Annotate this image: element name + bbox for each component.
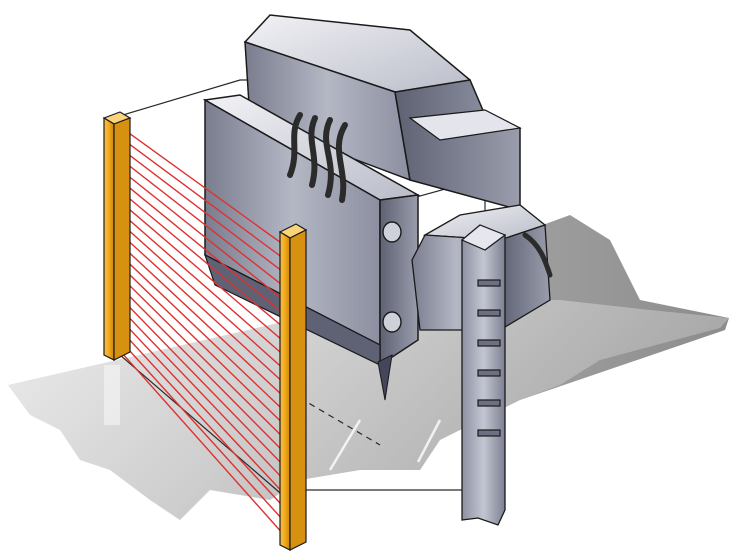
- light-beam: [121, 245, 285, 398]
- light-beam: [121, 331, 285, 508]
- light-beam: [121, 148, 285, 274]
- light-beam: [121, 213, 285, 357]
- support-column-top: [460, 224, 507, 251]
- support-column: [461, 234, 506, 526]
- light-beam: [121, 309, 285, 481]
- bolts: [382, 221, 402, 333]
- press-front-right: [379, 194, 419, 367]
- light-beam: [121, 127, 285, 246]
- light-beam: [121, 320, 285, 495]
- press-right-top: [408, 109, 522, 141]
- press-upper-right: [394, 79, 521, 211]
- light-beam: [121, 202, 285, 343]
- light-curtain-post-right: [278, 223, 308, 551]
- light-beam: [121, 256, 285, 412]
- light-beam: [121, 352, 285, 536]
- post-reflection: [104, 365, 120, 425]
- light-beam: [121, 170, 285, 301]
- light-beam: [121, 138, 285, 260]
- light-beam: [121, 288, 285, 453]
- control-box-cable: [522, 232, 553, 278]
- light-beam: [121, 191, 285, 329]
- light-beam: [121, 159, 285, 287]
- light-curtain-post-left: [102, 111, 132, 361]
- light-beams: [121, 127, 285, 536]
- cables: [287, 112, 348, 203]
- light-beam: [121, 298, 285, 467]
- light-beam: [121, 266, 285, 426]
- light-beam: [121, 223, 285, 370]
- press-tool: [377, 354, 393, 401]
- light-beam: [121, 277, 285, 439]
- column-slots: [477, 279, 501, 437]
- glass-reflections: [163, 119, 442, 471]
- light-beam: [121, 341, 285, 522]
- light-beam: [121, 181, 285, 315]
- light-beam: [121, 234, 285, 384]
